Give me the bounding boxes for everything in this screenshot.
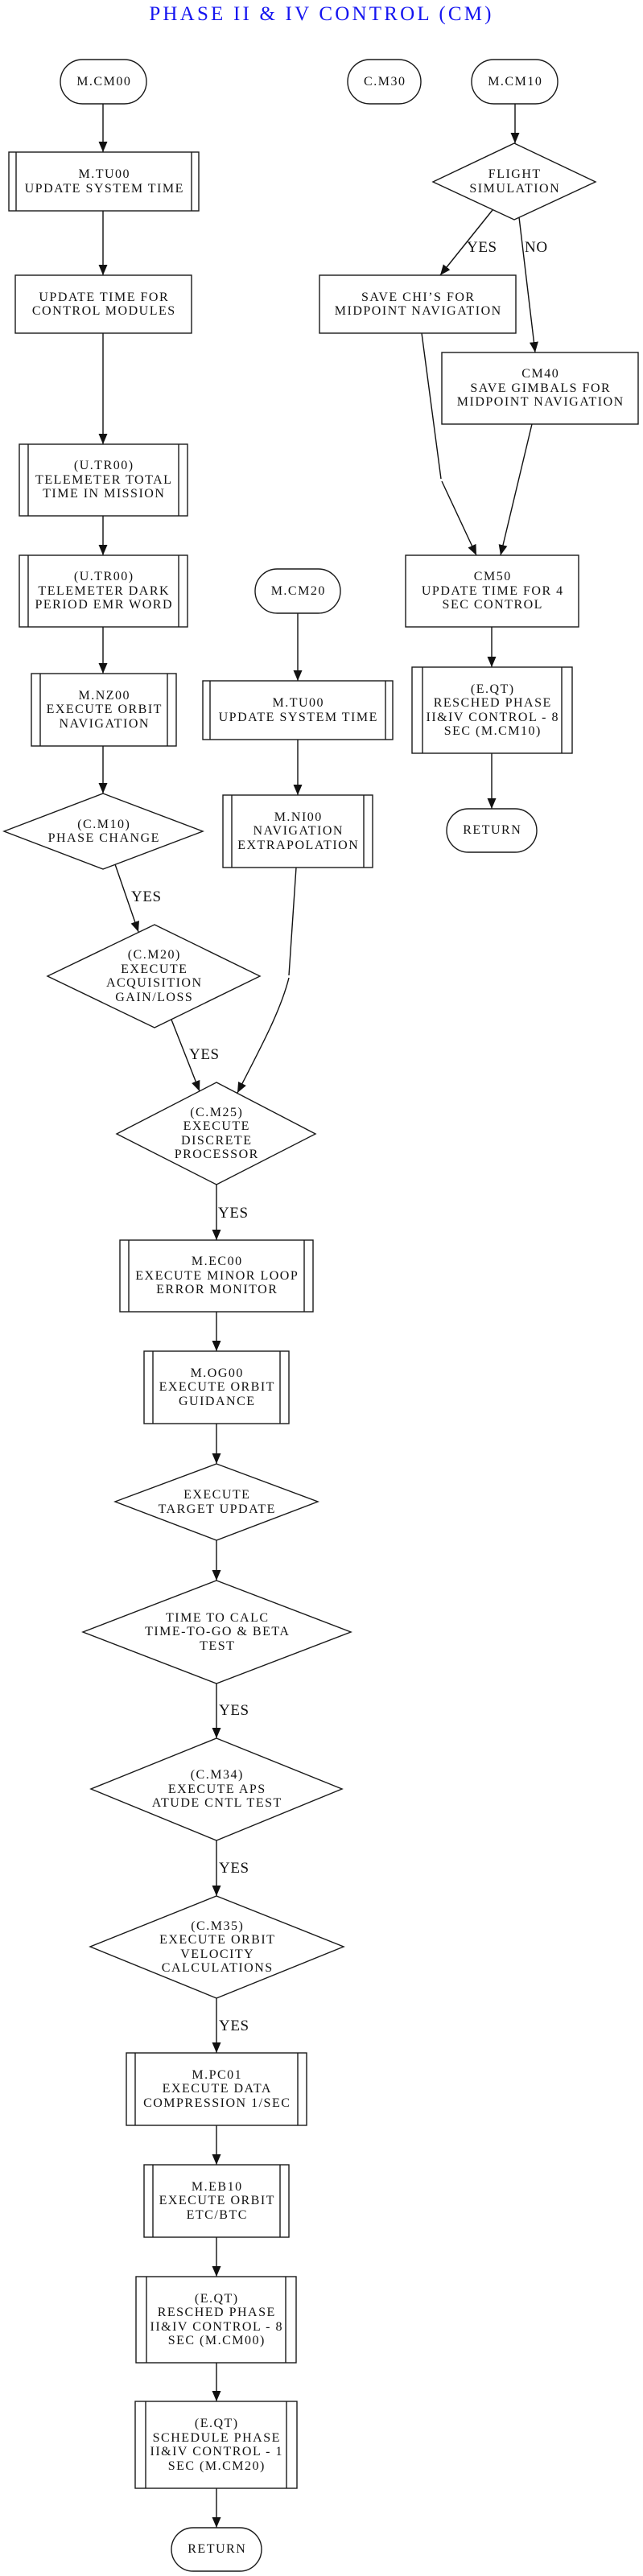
subroutine-e-qt-resched-cm00-outline [135, 2276, 297, 2364]
edge-save-chis-to-cm50 [421, 332, 476, 555]
subroutine-e-qt-resched-cm10-outline [411, 666, 573, 754]
terminal-m-cm00-outline [60, 59, 147, 105]
subroutine-border [411, 666, 573, 754]
subroutine-border [19, 443, 188, 517]
subroutine-border [202, 680, 394, 740]
edge-cm40-to-cm50 [498, 423, 533, 556]
edge-label-yes: YES [219, 1860, 249, 1877]
decision-c-m10-outline [2, 793, 204, 870]
subroutine-border [119, 1239, 314, 1313]
edge-flight-simulation-to-cm40 [518, 216, 538, 353]
edge-label-yes: YES [218, 1205, 249, 1222]
subroutine-m-nz00-outline [31, 673, 177, 747]
subroutine-border [19, 554, 188, 628]
subroutine-border [135, 2276, 297, 2364]
page-title: PHASE II & IV CONTROL (CM) [149, 3, 494, 25]
subroutine-m-tu00-b-outline [202, 680, 394, 740]
subroutine-m-eb10-outline [143, 2164, 290, 2238]
subroutine-border [143, 2164, 290, 2238]
terminal-m-cm10-outline [471, 59, 559, 105]
subroutine-m-pc01-outline [126, 2052, 307, 2126]
terminal-return-outline [446, 808, 538, 853]
decision-c-m35-outline [89, 1895, 345, 1999]
decision-target-update-outline [113, 1463, 319, 1541]
decision-c-m25-outline [115, 1082, 317, 1185]
edge-label-yes: YES [189, 1046, 220, 1063]
decision-c-m34-outline [89, 1737, 344, 1841]
subroutine-m-ni00-outline [222, 794, 373, 868]
subroutine-border [134, 2401, 298, 2489]
subroutine-border [31, 673, 177, 747]
decision-time-to-calc-outline [81, 1580, 352, 1684]
subroutine-m-og00-outline [143, 1350, 290, 1424]
subroutine-u-tr00-dark-outline [19, 554, 188, 628]
process-cm50-outline [405, 554, 579, 628]
edge-m-ni00-to-c-m25 [237, 867, 297, 1093]
decision-c-m20-outline [46, 924, 262, 1028]
subroutine-e-qt-schedule-cm20-outline [134, 2401, 298, 2489]
subroutine-border [222, 794, 373, 868]
edge-label-yes: YES [467, 239, 497, 256]
subroutine-m-tu00-outline [8, 151, 200, 212]
terminal-c-m30-outline [347, 59, 422, 105]
subroutine-border [8, 151, 200, 212]
edge-label-yes: YES [219, 2018, 249, 2034]
edge-c-m10-to-c-m20 [114, 863, 139, 933]
process-cm40-outline [441, 352, 639, 425]
edge-label-yes: YES [131, 888, 162, 905]
edge-label-no: NO [525, 239, 548, 256]
subroutine-border [126, 2052, 307, 2126]
edges [98, 104, 538, 2528]
process-save-chis-outline [319, 274, 517, 334]
subroutine-m-ec00-outline [119, 1239, 314, 1313]
terminal-m-cm20-outline [254, 568, 341, 614]
edge-labels: YES YES YES YES YES YES YES NO [131, 239, 548, 2034]
process-update-time-outline [14, 274, 192, 334]
edge-flight-simulation-to-save-chis [439, 209, 493, 276]
decision-flight-simulation-outline [431, 142, 597, 221]
edge-label-yes: YES [219, 1702, 249, 1719]
subroutine-u-tr00-total-outline [19, 443, 188, 517]
terminal-return-outline [171, 2527, 262, 2572]
subroutine-border [143, 1350, 290, 1424]
edge-c-m20-to-c-m25 [171, 1019, 200, 1092]
